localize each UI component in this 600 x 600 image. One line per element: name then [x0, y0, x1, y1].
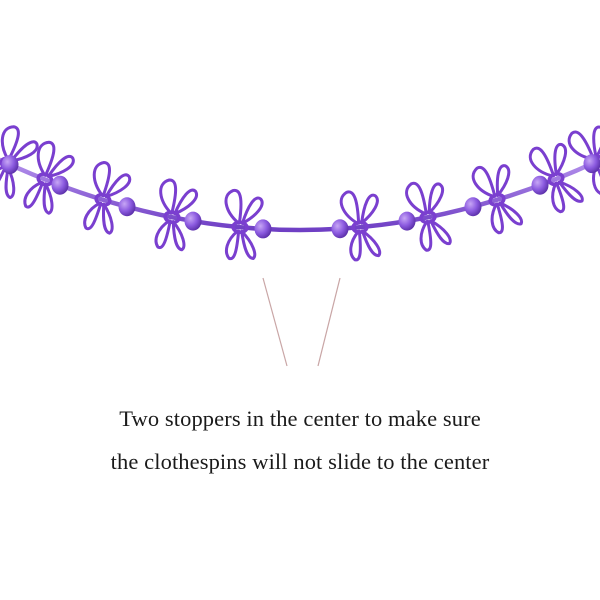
clothespin-group	[0, 125, 600, 262]
stopper-bead	[398, 211, 416, 231]
pointer-line-left	[262, 277, 288, 367]
stopper-bead	[51, 175, 69, 195]
stopper-bead	[1, 155, 19, 175]
rope	[0, 157, 600, 233]
clothespin	[405, 181, 452, 252]
stopper-bead	[184, 211, 202, 231]
clothespin	[154, 178, 199, 252]
stopper-bead	[464, 197, 482, 217]
clothespin	[83, 160, 132, 235]
clothespin	[339, 190, 382, 262]
stopper-bead	[118, 197, 136, 217]
clothespin	[528, 142, 584, 214]
bead-group	[1, 154, 600, 239]
stopper-bead	[254, 219, 272, 239]
pointer-line-right	[317, 277, 341, 367]
clothespin	[224, 188, 264, 261]
stopper-bead	[331, 219, 349, 239]
caption-line-1: Two stoppers in the center to make sure	[119, 406, 481, 431]
caption-line-2: the clothespins will not slide to the ce…	[110, 449, 490, 474]
stopper-bead	[531, 175, 549, 195]
stopper-bead	[583, 154, 600, 174]
clothespin	[23, 140, 75, 215]
clothespin	[471, 164, 524, 235]
